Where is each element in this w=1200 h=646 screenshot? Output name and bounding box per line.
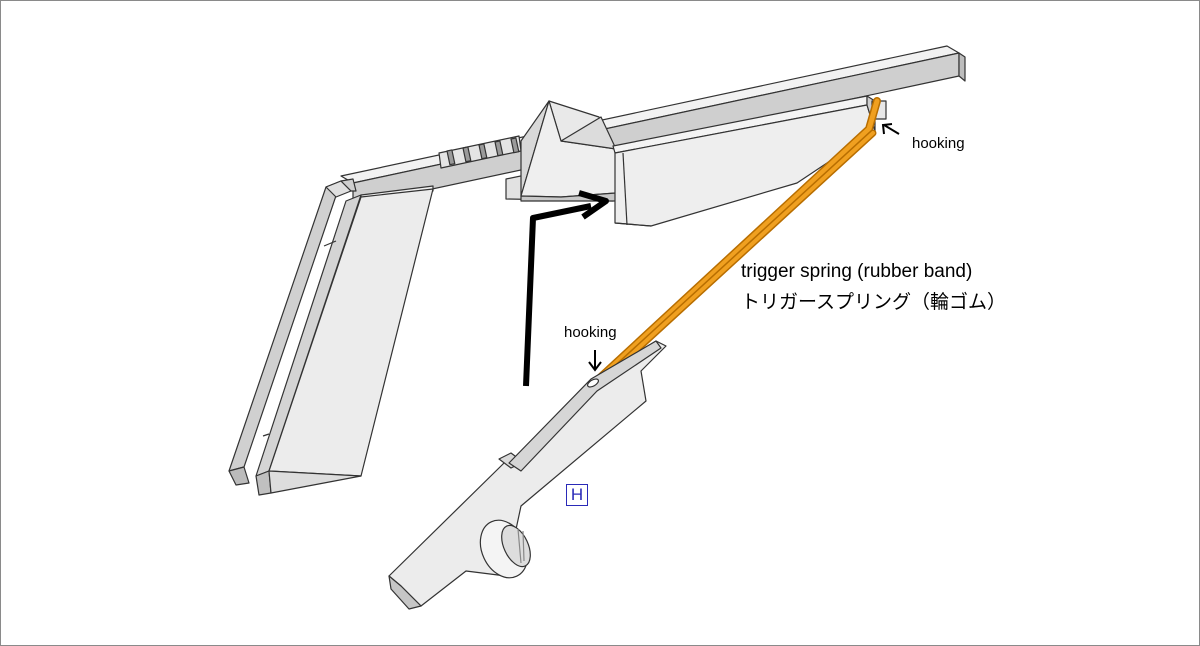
rubber-band xyxy=(587,97,881,390)
trigger-part xyxy=(388,340,667,610)
assembly-arrow xyxy=(523,190,609,387)
trigger-housing xyxy=(520,100,617,202)
trigger-spring-label-ja: トリガースプリング（輪ゴム） xyxy=(741,291,1007,313)
hooking-label-right: hooking xyxy=(912,135,965,152)
grip xyxy=(228,178,434,496)
gun-body xyxy=(228,45,966,496)
right-hook-arrowhead xyxy=(881,123,893,135)
hooking-pointers xyxy=(588,123,900,372)
trigger-spring-label-en: trigger spring (rubber band) xyxy=(741,261,973,282)
rail-serrations xyxy=(438,135,522,169)
hooking-label-left: hooking xyxy=(564,324,617,341)
part-letter-badge: H xyxy=(566,484,588,506)
left-hook-arrowhead xyxy=(588,361,602,372)
right-hook-pointer xyxy=(883,124,900,135)
